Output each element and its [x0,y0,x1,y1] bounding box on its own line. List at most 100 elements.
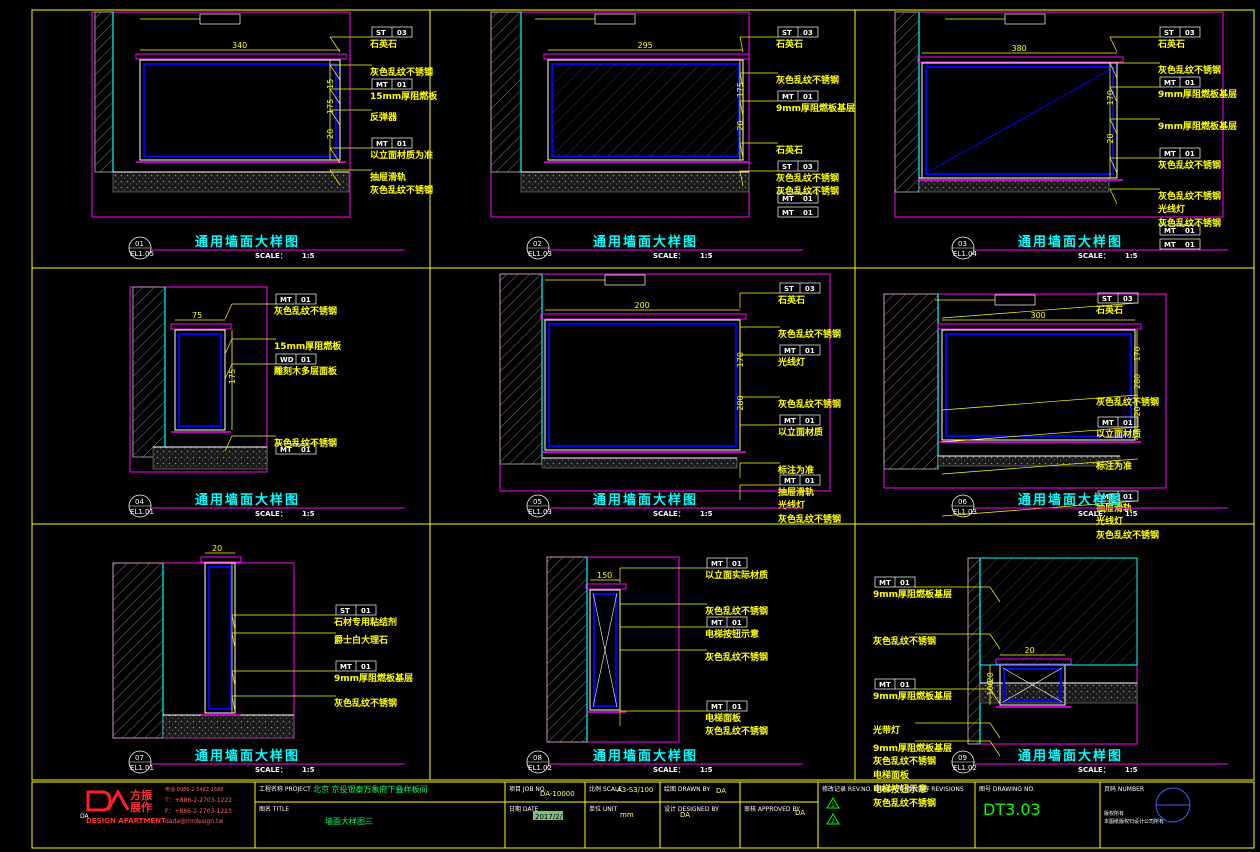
wall-section [132,286,166,458]
material-label: 灰色乱纹不锈钢 [778,328,841,340]
leader-line [941,500,1138,517]
project-name: 北京 京投银泰万象府下叠样板间 [313,784,428,794]
material-label: 灰色乱纹不锈钢 [873,797,936,809]
material-tag-number: 01 [301,296,311,304]
detail-scale: 1:5 [302,510,315,518]
number-label: 页码 NUMBER [1104,785,1144,793]
leader-line [231,670,336,687]
material-tag-code: ST [1102,295,1112,303]
detail-scale: 1:5 [700,766,713,774]
dimension-label: 100 [986,680,995,695]
detail-title: 通用墙面大样图 [593,748,698,764]
leader-line [739,326,780,342]
material-label: 灰色乱纹不锈钢 [370,184,433,196]
dimension-label: 20 [1106,133,1115,143]
leader-line [1109,62,1160,79]
detail-ref: EL1.02 [528,764,552,772]
material-tag-code: MT [784,417,796,425]
approved-label: 审核 APPROVED BY [744,805,800,813]
material-tag-code: MT [1164,241,1176,249]
leader-line [739,396,780,412]
dimension-label: 150 [597,571,612,580]
date-value: 2017/2/7 [535,813,566,821]
material-label: 灰色乱纹不锈钢 [776,74,839,86]
material-label: 电梯按钮示意 [705,628,759,640]
detail-scale-label: SCALE： [1078,766,1110,774]
detail-ref: EL1.03 [528,508,552,516]
material-label: 标注为准 [1095,460,1132,472]
material-tag-code: MT [711,703,723,711]
material-label: 爵士白大理石 [334,634,388,646]
material-tag-code: MT [782,93,794,101]
material-tag-number: 01 [301,356,311,364]
material-tag-number: 01 [397,81,407,89]
detail-scale-label: SCALE： [1078,510,1110,518]
detail-title: 通用墙面大样图 [195,748,300,764]
detail-scale: 1:5 [1125,252,1138,260]
dimension-label: 280 [736,395,745,410]
dimension-label: 20 [1025,646,1035,655]
wall-section [894,11,920,193]
scale-value: A3-S3/100 [617,786,653,794]
material-tag-number: 01 [803,195,813,203]
material-label: 灰色乱纹不锈钢 [776,185,839,197]
material-label: 以立面材质 [778,426,823,438]
floor-slab [112,171,350,193]
material-tag-code: MT [280,446,292,454]
material-tag-number: 03 [397,29,407,37]
material-label: 光带灯 [872,724,900,736]
leader-line [915,688,1001,705]
logo-en: DESIGN APARTMENT [86,817,166,825]
material-label: 9mm厚阻燃板基层 [1158,120,1237,132]
leader-line [915,740,1001,757]
material-label: 抽屉滑轨 [778,486,814,498]
dimension-label: 20 [326,129,335,139]
material-tag-code: MT [1102,493,1114,501]
leader-line [224,435,276,452]
company-logo-icon [86,788,130,812]
wall-section [967,557,981,745]
material-tag-number: 03 [805,285,815,293]
wall-section [112,562,164,739]
detail-body [204,562,236,714]
dimension-label: 280 [1133,374,1142,389]
material-label: 灰色乱纹不锈钢 [778,513,841,525]
drawing-no-label: 图号 DRAWING NO. [979,786,1035,793]
material-tag-code: MT [376,140,388,148]
contact-4: dada@mrdesign.tw [165,818,223,825]
material-tag: MT 01 [777,192,819,204]
material-tag-code: ST [340,607,350,615]
project-label: 工程名称 PROJECT [259,785,311,793]
leader-line [231,695,336,712]
contact-3: F：+886-2-2703-1223 [165,808,232,815]
material-label: 灰色乱纹不锈钢 [274,305,337,317]
material-label: 标注为准 [777,464,814,476]
material-tag-number: 01 [397,140,407,148]
material-label: 光线灯 [1095,515,1123,527]
material-label: 9mm厚阻燃板基层 [334,672,413,684]
leader-line [224,363,276,380]
material-tag-code: ST [782,163,792,171]
material-label: 灰色乱纹不锈钢 [1096,529,1159,541]
dimension-label: 170 [1133,346,1142,361]
leader-line [1109,118,1160,135]
material-tag-code: MT [782,195,794,203]
detail-title: 通用墙面大样图 [195,234,300,250]
leader-line [329,64,372,81]
wall-section [94,11,114,173]
material-label: 灰色乱纹不锈钢 [334,697,397,709]
detail-frame [91,11,351,218]
leader-line [739,484,780,500]
